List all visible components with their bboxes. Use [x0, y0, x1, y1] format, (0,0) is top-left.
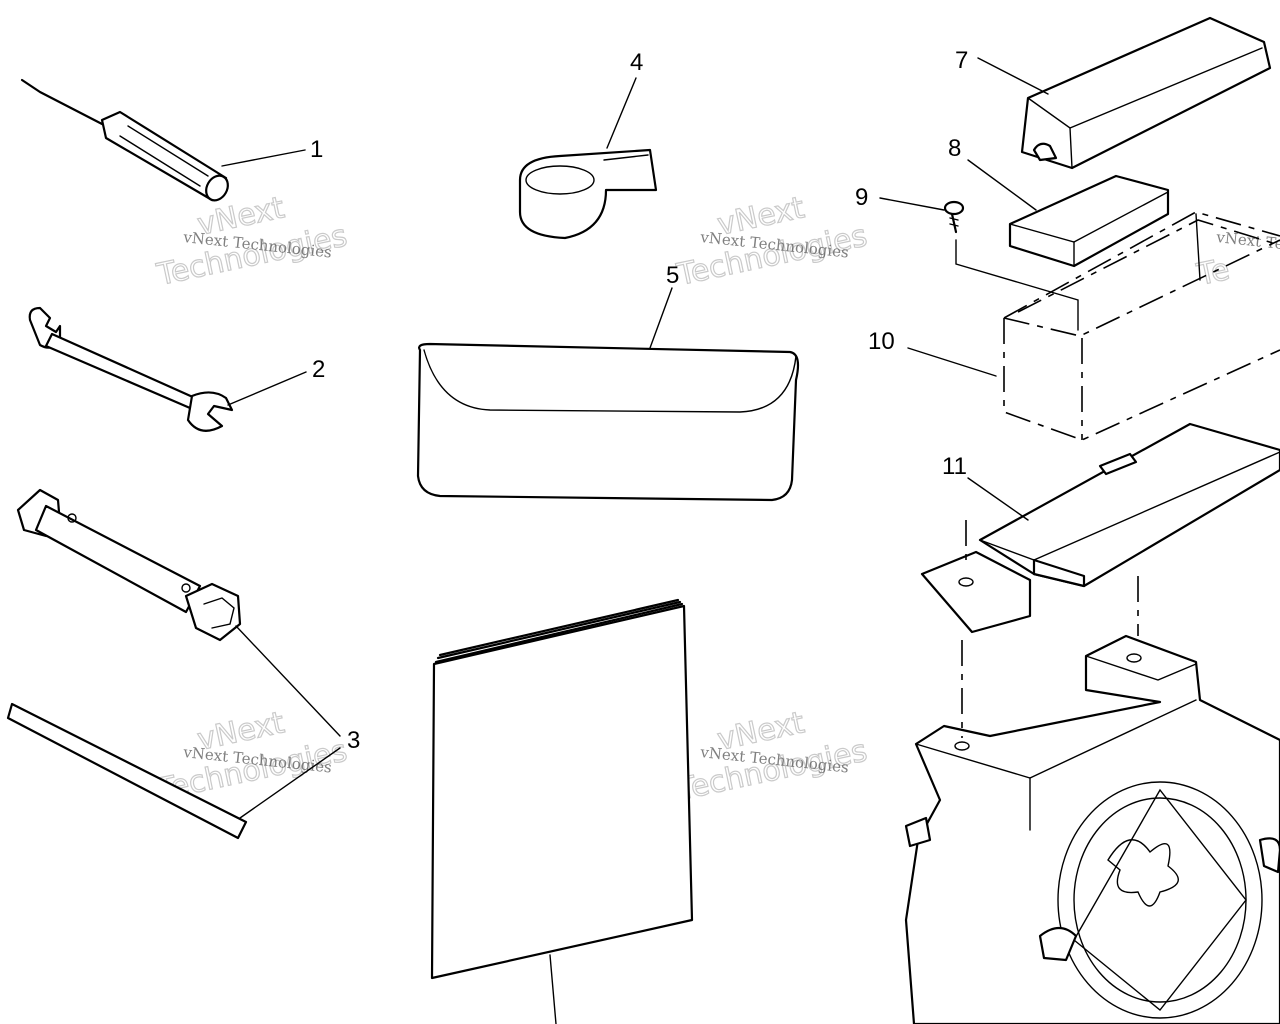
- wrench-icon: [28, 306, 234, 432]
- callout-11: 11: [942, 453, 967, 480]
- callout-7: 7: [955, 47, 968, 74]
- screw-alignment-line: [955, 239, 1079, 331]
- tray-cover-icon: [1020, 16, 1272, 170]
- watermark-top-center: Technologies vNext vNext Technologies: [673, 190, 871, 294]
- strap-roll-icon: [518, 148, 658, 240]
- callout-5: 5: [666, 262, 679, 289]
- callout-8: 8: [948, 135, 961, 162]
- callout-3: 3: [347, 727, 360, 754]
- leader-line-10: [907, 347, 997, 377]
- watermark-top-left: Technologies vNext vNext Technologies: [153, 190, 351, 294]
- screwdriver-icon: [20, 78, 229, 202]
- tommy-bar-icon: [6, 702, 248, 840]
- callout-4: 4: [630, 49, 643, 76]
- bracket-icon: [920, 422, 1280, 636]
- watermark-bottom-center: Technologies vNext vNext Technologies: [673, 705, 871, 809]
- leader-line-4: [606, 77, 637, 149]
- storage-box-icon: [1003, 211, 1280, 441]
- leader-line-2: [227, 371, 307, 406]
- screw-icon: [943, 200, 965, 234]
- leader-line-3b: [239, 747, 341, 819]
- watermark-text-partial: vNext Te: [1215, 228, 1280, 253]
- watermark-bottom-left: Technologies vNext vNext Technologies: [153, 705, 351, 809]
- tool-pouch-icon: [416, 342, 800, 502]
- callout-9: 9: [855, 184, 868, 211]
- callout-2: 2: [312, 356, 325, 383]
- manual-book-icon: [430, 598, 694, 1024]
- leader-line-7: [977, 57, 1049, 95]
- leader-line-9: [879, 197, 945, 211]
- leader-line-1: [221, 149, 306, 167]
- leader-line-8: [967, 159, 1037, 211]
- leader-line-5: [649, 287, 673, 349]
- socket-wrench-icon: [16, 488, 242, 642]
- pad-block-icon: [1008, 174, 1170, 268]
- air-box-housing-icon: [904, 634, 1280, 1024]
- callout-10: 10: [868, 328, 895, 355]
- callout-1: 1: [310, 136, 323, 163]
- leader-line-11: [967, 477, 1029, 521]
- leader-line-3a: [235, 625, 341, 737]
